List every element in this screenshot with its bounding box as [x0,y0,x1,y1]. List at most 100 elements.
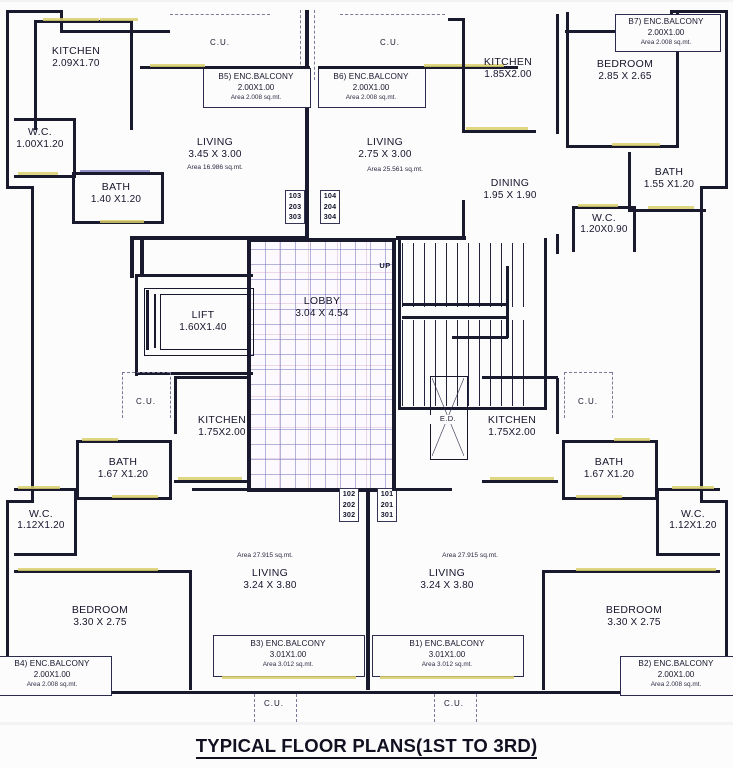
br-bath-wall-r [655,440,658,500]
living-b2-dim: 3.24 X 3.80 [420,580,474,591]
cu-mr-dash-l [564,372,565,418]
bl-kitchen-wall-l [174,378,177,434]
bath-bl-name: BATH [108,456,138,468]
tr-wc-wall-l [572,206,575,252]
tr-wc-wall-r [633,206,636,252]
lobby-floor-tile [250,240,395,490]
living-b1-name: LIVING [251,567,289,579]
wc-tl-dim: 1.00X1.20 [16,139,64,150]
unit-203: 203 [288,201,302,211]
mid-wall-left-living [130,236,250,240]
balcony-b5-window [150,64,205,67]
bl-bath-wall-l [76,440,79,500]
unit-stack-101: 101 201 301 [377,488,397,522]
lift-dim: 1.60X1.40 [179,322,227,333]
tr-kitchen-wall-l-up [448,18,464,21]
balcony-b5-wall-top [140,66,310,69]
lobby-dim: 3.04 X 4.54 [295,308,349,319]
unit-103: 103 [288,191,302,200]
bath-tl-name: BATH [101,181,131,193]
outer-wall-top-left [6,10,62,13]
cu-ml-dash-l [122,372,123,418]
dining-tr-dim: 1.95 X 1.90 [483,190,537,201]
living-t2-dim: 2.75 X 3.00 [358,149,412,160]
bl-bath-wall-r [169,440,172,500]
core-bottom-left-stub [192,488,252,491]
tr-bedroom-wall-l [566,12,569,148]
stair-wall-right [544,238,547,410]
bl-bedroom-door [18,568,158,571]
balcony-b4-box [0,656,112,696]
br-bath-win-top [614,438,650,441]
balcony-b3-dim: 3.01X1.00 [269,650,307,659]
stair-handrail-v [506,266,509,338]
duct-cu-ml-label: C.U. [136,397,156,406]
living-t2-name: LIVING [366,136,404,148]
mid-wall-right-v [556,234,559,254]
balcony-b5-name: B5) ENC.BALCONY [218,72,294,81]
wc-br-dim: 1.12X1.20 [669,520,717,531]
balcony-b2-name: B2) ENC.BALCONY [638,659,714,668]
cu-b2-dash-l [434,694,435,722]
balcony-b4-name: B4) ENC.BALCONY [14,659,90,668]
tr-bedroom-wall-r [676,12,679,148]
cu-mr-dash-t [564,372,612,373]
outer-wall-left-mid [6,186,34,189]
outer-wall-left-mid2 [31,186,34,502]
outer-wall-right-mid2 [700,186,703,502]
stair-landing-nosing [402,303,508,306]
tr-bath-wall-bot [628,209,706,212]
bl-wc-wall-r [74,488,77,556]
balcony-b7-area: Area 2.008 sq.mt. [640,39,692,46]
balcony-b7-name: B7) ENC.BALCONY [628,17,704,26]
tl-bath-window [80,170,150,172]
tr-kitchen-wall-top [462,18,465,132]
tl-window-top-2 [100,18,138,21]
cu-ml-dash-r [170,372,171,418]
bath-br-dim: 1.67 X1.20 [583,469,635,480]
top-center-partition [305,10,309,236]
balcony-b5-area: Area 2.008 sq.mt. [230,94,282,101]
living-t2-area: Area 25.561 sq.mt. [367,166,423,173]
br-wc-wall-l [656,488,659,556]
lift-name: LIFT [191,309,215,321]
unit-stack-104: 104 204 304 [320,190,340,224]
lift-wall-left-ext [135,276,138,376]
balcony-b1-rail [380,676,514,679]
tl-kitchen-wall-s [34,20,133,23]
kitchen-tl-dim: 2.09X1.70 [52,58,100,69]
bath-tl-dim: 1.40 X1.20 [90,194,142,205]
balcony-b5-dim: 2.00X1.00 [237,83,275,92]
lift-wall-bot-ext [135,372,253,375]
bl-kitchen-wall-top [174,376,250,379]
tl-unit-wall-right [130,20,133,130]
unit-304: 304 [323,212,337,221]
page-title: TYPICAL FLOOR PLANS(1ST TO 3RD) [0,735,733,759]
tr-bath-wall-l [628,152,631,212]
tl-living-bottom-wall [140,236,144,276]
br-wc-door [672,486,714,489]
core-bottom-right-stub [392,488,452,491]
bedroom-bl-dim: 3.30 X 2.75 [73,617,127,628]
outer-wall-top-seg-l [60,30,170,33]
duct-cu-b1-label: C.U. [264,699,284,708]
lobby-name: LOBBY [303,295,341,307]
bl-wc-wall-bot [14,553,76,556]
balcony-b2-box [620,656,733,696]
tr-dining-stair-wall [462,200,465,240]
core-wall-left [247,238,251,492]
br-kitchen-counter [490,477,554,480]
unit-stack-103: 103 203 303 [285,190,305,224]
duct-cu-b2-label: C.U. [444,699,464,708]
balcony-b3-rail [222,676,356,679]
tl-wc-door [18,172,58,175]
unit-stack-102: 102 202 302 [339,488,359,522]
tr-bedroom-wall-bot [566,145,678,148]
lift-door-jamb-1 [154,294,156,348]
wc-bl-dim: 1.12X1.20 [17,520,65,531]
br-bedroom-wall-top [542,570,720,573]
kitchen-tr-dim: 1.85X2.00 [484,69,532,80]
balcony-b4-area: Area 2.008 sq.mt. [26,681,78,688]
balcony-b2-dim: 2.00X1.00 [657,670,695,679]
core-wall-top [247,238,395,242]
